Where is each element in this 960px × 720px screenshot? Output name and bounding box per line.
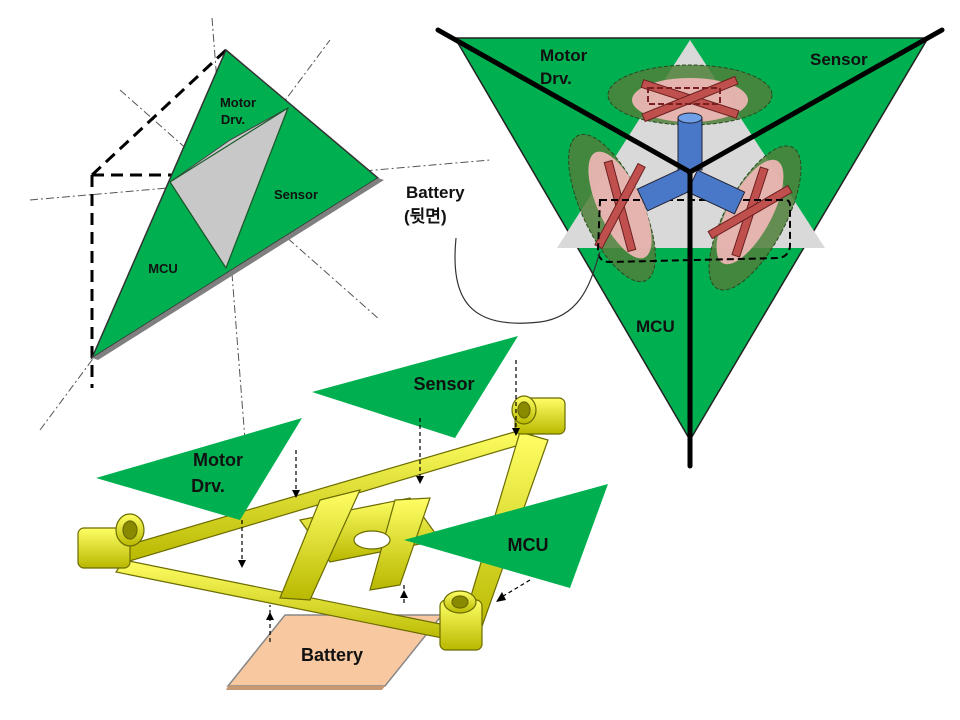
- battery-leader-line: [454, 237, 601, 324]
- motor-mount-left: [77, 513, 145, 569]
- top-left-board-diagram: Motor Drv. Sensor MCU: [29, 17, 491, 441]
- battery-label-line1: Battery: [406, 183, 465, 202]
- propeller-blades: [594, 75, 793, 258]
- top-right-motor-label-2: Drv.: [540, 69, 572, 88]
- motor-mount-right-top: [511, 395, 566, 435]
- top-right-mcu-label: MCU: [636, 317, 675, 336]
- bottom-motor-label-1: Motor: [193, 450, 243, 470]
- motor-dashed-box: [647, 87, 721, 105]
- bottom-exploded-assembly: Battery: [77, 336, 608, 690]
- top-left-board-bevel: [92, 178, 384, 360]
- battery-plate-edge: [226, 686, 385, 690]
- top-right-quad-diagram: Motor Drv. Sensor MCU Battery (뒷면): [404, 27, 945, 469]
- top-right-sensor-label: Sensor: [810, 50, 868, 69]
- top-left-divisions: [169, 107, 289, 269]
- top-left-motor-label-1: Motor: [220, 95, 256, 110]
- bottom-mcu-board: [404, 484, 608, 588]
- top-left-mcu-label: MCU: [148, 261, 178, 276]
- frame-y-lines: [435, 27, 945, 469]
- bottom-motor-label-2: Drv.: [191, 476, 225, 496]
- assembly-arrows: [241, 360, 531, 642]
- battery-outline-back: [596, 199, 791, 264]
- arrow-heads: [238, 428, 520, 620]
- bottom-motor-board: [96, 418, 302, 520]
- battery-label-line2: (뒷면): [404, 206, 447, 226]
- bottom-battery-label: Battery: [301, 645, 363, 665]
- bottom-mcu-label: MCU: [508, 535, 549, 555]
- top-right-motor-label-1: Motor: [540, 46, 588, 65]
- bottom-sensor-label: Sensor: [413, 374, 474, 394]
- motor-mount-bottom: [439, 590, 483, 651]
- bottom-sensor-board: [312, 336, 518, 438]
- top-left-sensor-label: Sensor: [274, 187, 318, 202]
- top-left-motor-label-2: Drv.: [221, 112, 245, 127]
